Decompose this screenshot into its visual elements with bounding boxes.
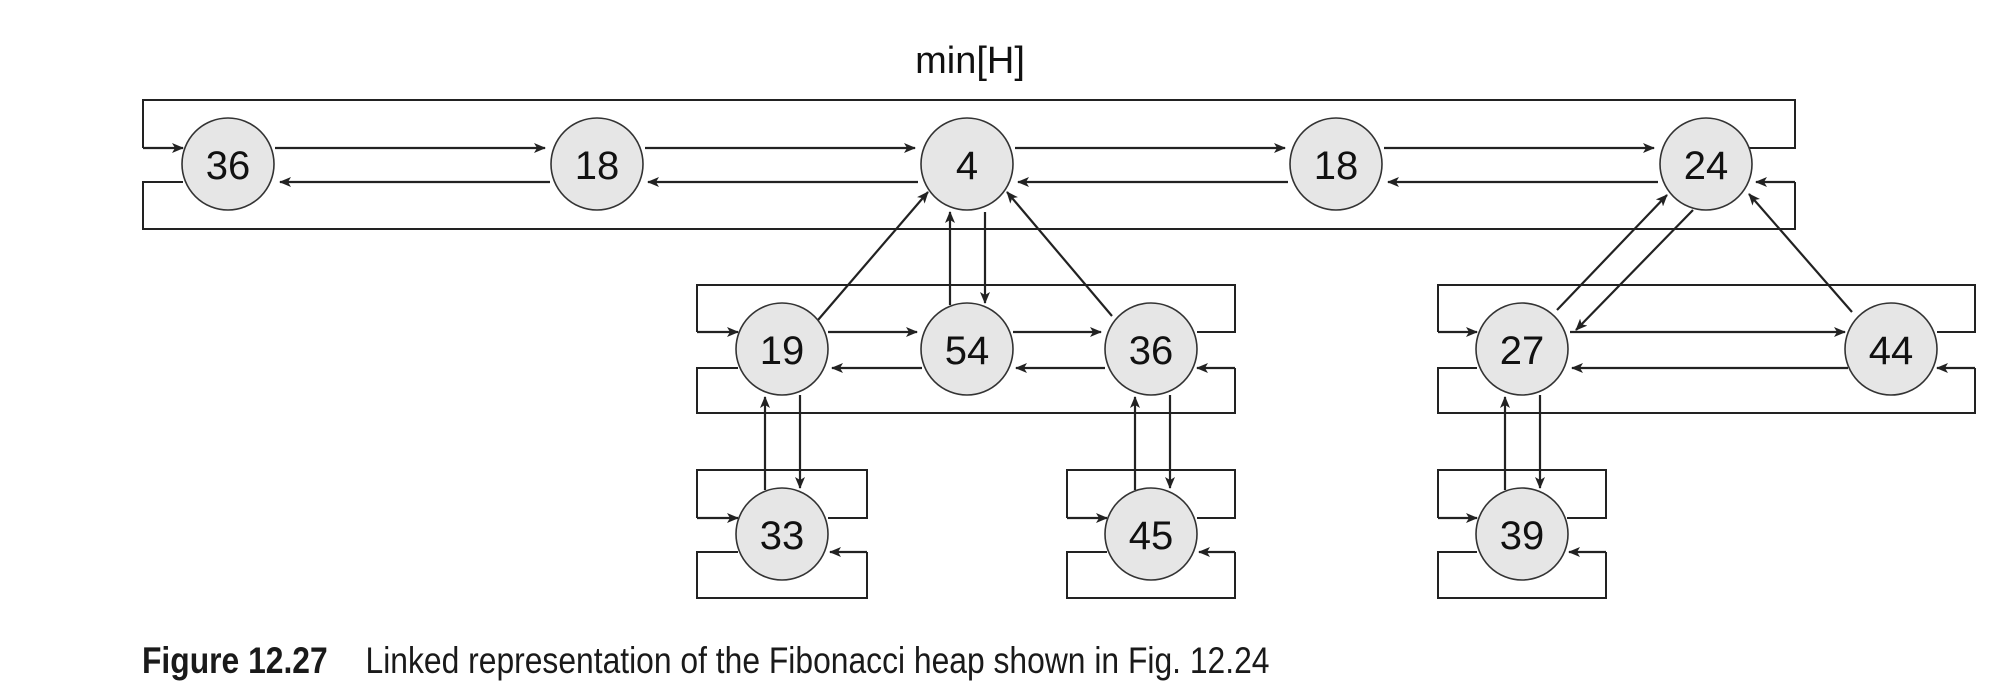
child-list-24-wrap-links: [1437, 284, 1976, 414]
figure-number: Figure 12.27: [142, 640, 328, 681]
figure-caption: Figure 12.27 Linked representation of the…: [142, 640, 1269, 682]
c27-wrap-next-upper: [1437, 469, 1607, 519]
node-key: 19: [760, 329, 805, 373]
node-circle: [920, 302, 1014, 396]
node-key: 24: [1684, 144, 1729, 188]
node-key: 27: [1500, 329, 1545, 373]
root-wrap-next-upper: [142, 99, 1796, 149]
node-child-44: 44: [1844, 302, 1938, 396]
node-circle: [1475, 487, 1569, 581]
c24-wrap-prev-lower: [1437, 367, 1976, 414]
node-circle: [1475, 302, 1569, 396]
child-list-27: [1437, 395, 1607, 599]
root-list-wrap-links: [142, 99, 1796, 230]
node-child-19: 19: [735, 302, 829, 396]
c36-wrap-next-upper: [1066, 469, 1236, 519]
node-grandchild-33: 33: [735, 487, 829, 581]
c19-wrap-next-upper: [696, 469, 868, 519]
node-key: 39: [1500, 514, 1545, 558]
child-list-4-sibling-links: [828, 327, 1105, 373]
child-list-24-sibling-links: [1570, 327, 1848, 373]
node-4-parent-child-links: [817, 191, 1113, 321]
node-root-24: 24: [1659, 117, 1753, 211]
c24-wrap-next-upper: [1437, 284, 1976, 333]
parent-27-to-24: [1556, 194, 1668, 311]
node-key: 45: [1129, 514, 1174, 558]
root-list-sibling-links: [275, 143, 1658, 187]
c36-wrap-prev-lower: [1066, 551, 1236, 599]
node-key: 18: [1314, 144, 1359, 188]
node-circle: [550, 117, 644, 211]
min-pointer-label: min[H]: [915, 40, 1025, 82]
node-circle: [1104, 302, 1198, 396]
c19-wrap-prev-lower: [696, 551, 868, 599]
child-list-4-wrap-links: [696, 284, 1236, 414]
node-key: 18: [575, 144, 620, 188]
child-list-36: [1066, 395, 1236, 599]
node-grandchild-39: 39: [1475, 487, 1569, 581]
node-key: 33: [760, 514, 805, 558]
node-circle: [1844, 302, 1938, 396]
c4-wrap-prev-lower: [696, 367, 1236, 414]
node-key: 36: [206, 144, 251, 188]
node-circle: [1104, 487, 1198, 581]
root-wrap-prev-lower: [142, 181, 1796, 230]
node-circle: [920, 117, 1014, 211]
node-child-36: 36: [1104, 302, 1198, 396]
node-key: 54: [945, 329, 990, 373]
child-list-19: [696, 395, 868, 599]
node-child-27: 27: [1475, 302, 1569, 396]
node-key: 36: [1129, 329, 1174, 373]
node-circle: [1659, 117, 1753, 211]
figure-caption-text: Linked representation of the Fibonacci h…: [365, 640, 1270, 681]
node-child-54: 54: [920, 302, 1014, 396]
c27-wrap-prev-lower: [1437, 551, 1607, 599]
node-root-4-min: 4: [920, 117, 1014, 211]
node-root-36: 36: [181, 117, 275, 211]
child-24-to-27: [1575, 209, 1694, 331]
node-circle: [1289, 117, 1383, 211]
parent-44-to-24: [1748, 193, 1853, 313]
parent-36-to-4: [1006, 191, 1113, 317]
node-root-18a: 18: [550, 117, 644, 211]
node-grandchild-45: 45: [1104, 487, 1198, 581]
node-circle: [735, 302, 829, 396]
node-circle: [735, 487, 829, 581]
node-circle: [181, 117, 275, 211]
c4-wrap-next-upper: [696, 284, 1236, 333]
node-key: 44: [1869, 329, 1914, 373]
node-24-parent-child-links: [1556, 193, 1853, 331]
parent-19-to-4: [817, 191, 929, 321]
node-key: 4: [956, 144, 978, 188]
node-root-18b: 18: [1289, 117, 1383, 211]
